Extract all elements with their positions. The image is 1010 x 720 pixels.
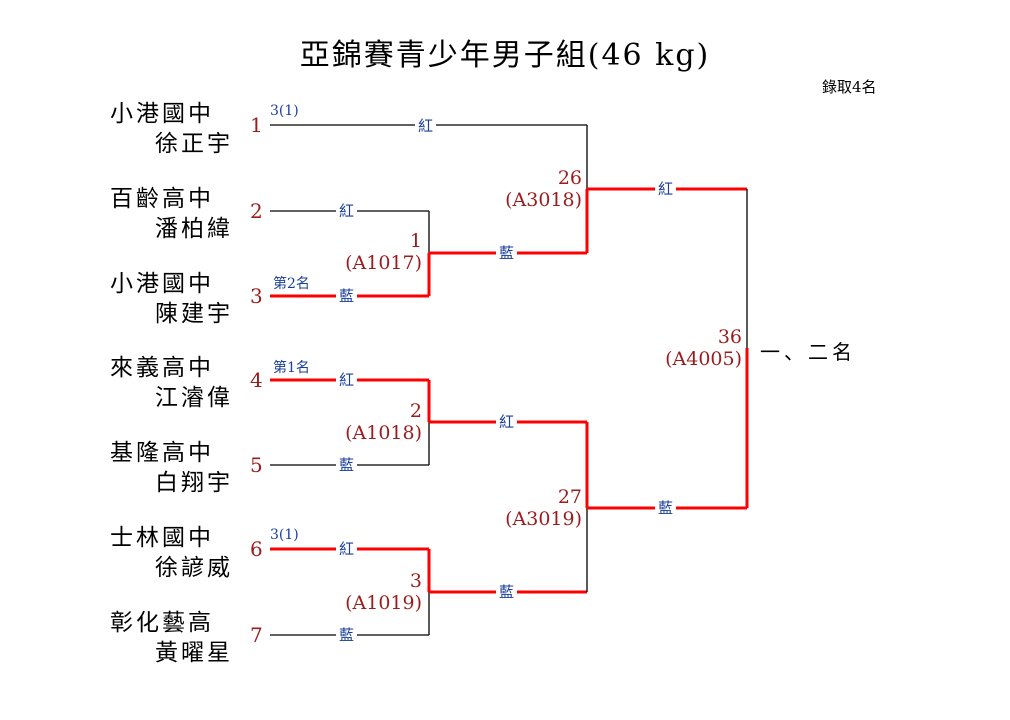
entrant-4-player: 江濬偉 xyxy=(155,385,233,411)
corner-label-red: 紅 xyxy=(336,200,358,221)
final-place-label: 一、二名 xyxy=(760,340,856,364)
entrant-2-player: 潘柏緯 xyxy=(155,216,233,242)
match-27-number: 27 xyxy=(557,486,582,508)
match-2: 2 (A1018) xyxy=(345,400,422,444)
match-26-number: 26 xyxy=(557,167,582,189)
corner-label-red: 紅 xyxy=(655,178,677,199)
corner-label-blue: 藍 xyxy=(655,497,677,518)
match-36: 36 (A4005) xyxy=(665,326,742,370)
entrant-1-school: 小港國中 xyxy=(110,101,214,127)
corner-label-blue: 藍 xyxy=(496,581,518,602)
entrant-1-seed: 1 xyxy=(250,113,263,137)
entrant-4-seed: 4 xyxy=(250,368,263,392)
match-27-code: (A3019) xyxy=(505,508,582,530)
entrant-6-player: 徐諺威 xyxy=(155,555,233,581)
match-36-code: (A4005) xyxy=(665,348,742,370)
entrant-7-player: 黃曜星 xyxy=(155,640,233,666)
match-2-number: 2 xyxy=(409,400,422,422)
corner-label-red: 紅 xyxy=(496,411,518,432)
match-3: 3 (A1019) xyxy=(345,570,422,614)
entrant-5-school: 基隆高中 xyxy=(110,440,214,466)
page-title: 亞錦賽青少年男子組(46 kg) xyxy=(299,38,711,73)
match-27: 27 (A3019) xyxy=(505,486,582,530)
entrant-7-seed: 7 xyxy=(250,623,263,647)
match-2-code: (A1018) xyxy=(345,422,422,444)
match-3-number: 3 xyxy=(409,570,422,592)
match-1-number: 1 xyxy=(409,230,422,252)
entrant-1-player: 徐正宇 xyxy=(155,131,233,157)
match-1: 1 (A1017) xyxy=(345,230,422,274)
entrant-7-school: 彰化藝高 xyxy=(110,610,214,636)
corner-label-blue: 藍 xyxy=(496,242,518,263)
corner-label-blue: 藍 xyxy=(336,454,358,475)
corner-label-blue: 藍 xyxy=(336,624,358,645)
entrant-3-annotation: 第2名 xyxy=(273,276,310,292)
corner-label-red: 紅 xyxy=(336,538,358,559)
entrant-3-school: 小港國中 xyxy=(110,271,214,297)
entrant-5-player: 白翔宇 xyxy=(155,470,233,496)
match-26: 26 (A3018) xyxy=(505,167,582,211)
entrant-2-school: 百齡高中 xyxy=(110,186,214,212)
entrant-4-annotation: 第1名 xyxy=(273,360,310,376)
match-26-code: (A3018) xyxy=(505,189,582,211)
entrant-3-seed: 3 xyxy=(250,284,263,308)
entrant-1-annotation: 3(1) xyxy=(270,103,299,119)
corner-label-blue: 藍 xyxy=(336,285,358,306)
qualifier-note: 錄取4名 xyxy=(822,78,877,96)
match-3-code: (A1019) xyxy=(345,592,422,614)
entrant-2-seed: 2 xyxy=(250,199,263,223)
entrant-6-school: 士林國中 xyxy=(110,525,214,551)
entrant-3-player: 陳建宇 xyxy=(155,301,233,327)
entrant-6-seed: 6 xyxy=(250,537,263,561)
match-1-code: (A1017) xyxy=(345,252,422,274)
match-36-number: 36 xyxy=(717,326,742,348)
corner-label-red: 紅 xyxy=(336,369,358,390)
entrant-5-seed: 5 xyxy=(250,453,263,477)
entrant-4-school: 來義高中 xyxy=(110,355,214,381)
corner-label-red: 紅 xyxy=(415,115,437,136)
entrant-6-annotation: 3(1) xyxy=(270,527,299,543)
